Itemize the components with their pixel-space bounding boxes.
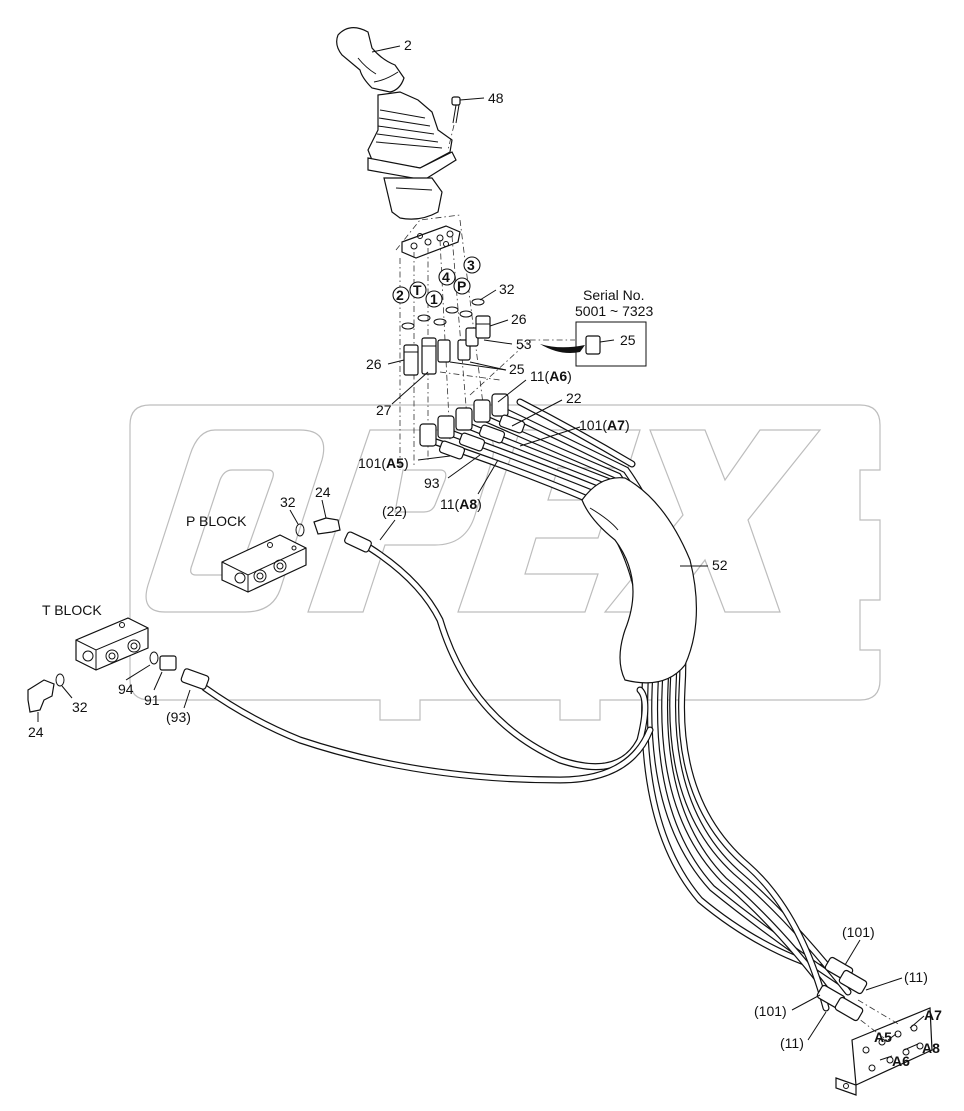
hose-fittings-bottom	[816, 956, 868, 1022]
bracket-ports: A7 A5 A8 A6	[874, 1007, 942, 1069]
serial-part-label: 25	[620, 332, 636, 348]
callout-48: 48	[488, 90, 504, 106]
callout-94: 94	[118, 681, 134, 697]
callout-32-top: 32	[499, 281, 515, 297]
callout-22: 22	[566, 390, 582, 406]
o-ring-94	[149, 651, 159, 665]
bracket-port-a7: A7	[924, 1007, 942, 1023]
bracket-port-a8: A8	[922, 1040, 940, 1056]
port-mark-3: 3	[467, 257, 475, 273]
callout-32-t: 32	[72, 699, 88, 715]
callouts: 2 48 32 26 53 26 25 27 11(A6) 22 101(A7)…	[28, 37, 928, 1051]
leader-lines	[37, 45, 925, 1061]
callout-11-paren-top: (11)	[904, 969, 928, 985]
elbow-24-p	[313, 517, 341, 535]
callout-11-paren-bot: (11)	[780, 1035, 804, 1051]
screw-48	[447, 96, 461, 151]
callout-25: 25	[509, 361, 525, 377]
port-mark-1: 1	[430, 291, 438, 307]
port-marks: 2 T 1 4 P 3	[392, 256, 481, 308]
serial-number-box: Serial No. 5001 ~ 7323 25	[540, 287, 653, 367]
callout-32-p: 32	[280, 494, 296, 510]
callout-101-a7: 101(A7)	[579, 417, 630, 433]
port-mark-2: 2	[396, 287, 404, 303]
callout-24-p: 24	[315, 484, 331, 500]
port-plate	[401, 225, 461, 259]
o-ring-32-t	[55, 673, 65, 687]
o-ring-32-p	[295, 523, 305, 537]
mounting-bracket	[835, 999, 933, 1096]
callout-26-left: 26	[366, 356, 382, 372]
callout-93-paren: (93)	[166, 709, 191, 725]
elbow-24-t	[27, 679, 55, 713]
callout-24-t: 24	[28, 724, 44, 740]
callout-27: 27	[376, 402, 392, 418]
callout-26-right: 26	[511, 311, 527, 327]
bracket-port-a6: A6	[892, 1053, 910, 1069]
port-mark-t: T	[413, 282, 422, 298]
bracket-port-a5: A5	[874, 1029, 892, 1045]
hose-end-93	[180, 668, 210, 690]
hose-bundle	[201, 398, 852, 1012]
joystick-lever	[336, 27, 457, 220]
serial-range: 5001 ~ 7323	[575, 303, 653, 319]
protective-sleeve	[581, 477, 698, 684]
callout-52: 52	[712, 557, 728, 573]
callout-11-a8: 11(A8)	[440, 496, 482, 512]
callout-53: 53	[516, 336, 532, 352]
callout-93: 93	[424, 475, 440, 491]
callout-11-a6: 11(A6)	[530, 368, 572, 384]
p-block: P BLOCK	[186, 513, 307, 593]
callout-101-paren-top: (101)	[842, 924, 875, 940]
t-block: T BLOCK	[42, 602, 149, 671]
callout-2: 2	[404, 37, 412, 53]
callout-101-paren-mid: (101)	[754, 1003, 787, 1019]
port-mark-p: P	[457, 278, 466, 294]
t-block-label: T BLOCK	[42, 602, 102, 618]
port-mark-4: 4	[442, 269, 450, 285]
callout-22-paren: (22)	[382, 503, 407, 519]
o-rings	[401, 298, 485, 330]
serial-title: Serial No.	[583, 287, 644, 303]
callout-91: 91	[144, 692, 160, 708]
p-block-label: P BLOCK	[186, 513, 247, 529]
adapters	[403, 315, 491, 376]
callout-101-a5: 101(A5)	[358, 455, 409, 471]
hose-end-22	[344, 531, 372, 553]
hose-fittings-top	[419, 393, 526, 460]
adapter-91	[159, 655, 177, 671]
